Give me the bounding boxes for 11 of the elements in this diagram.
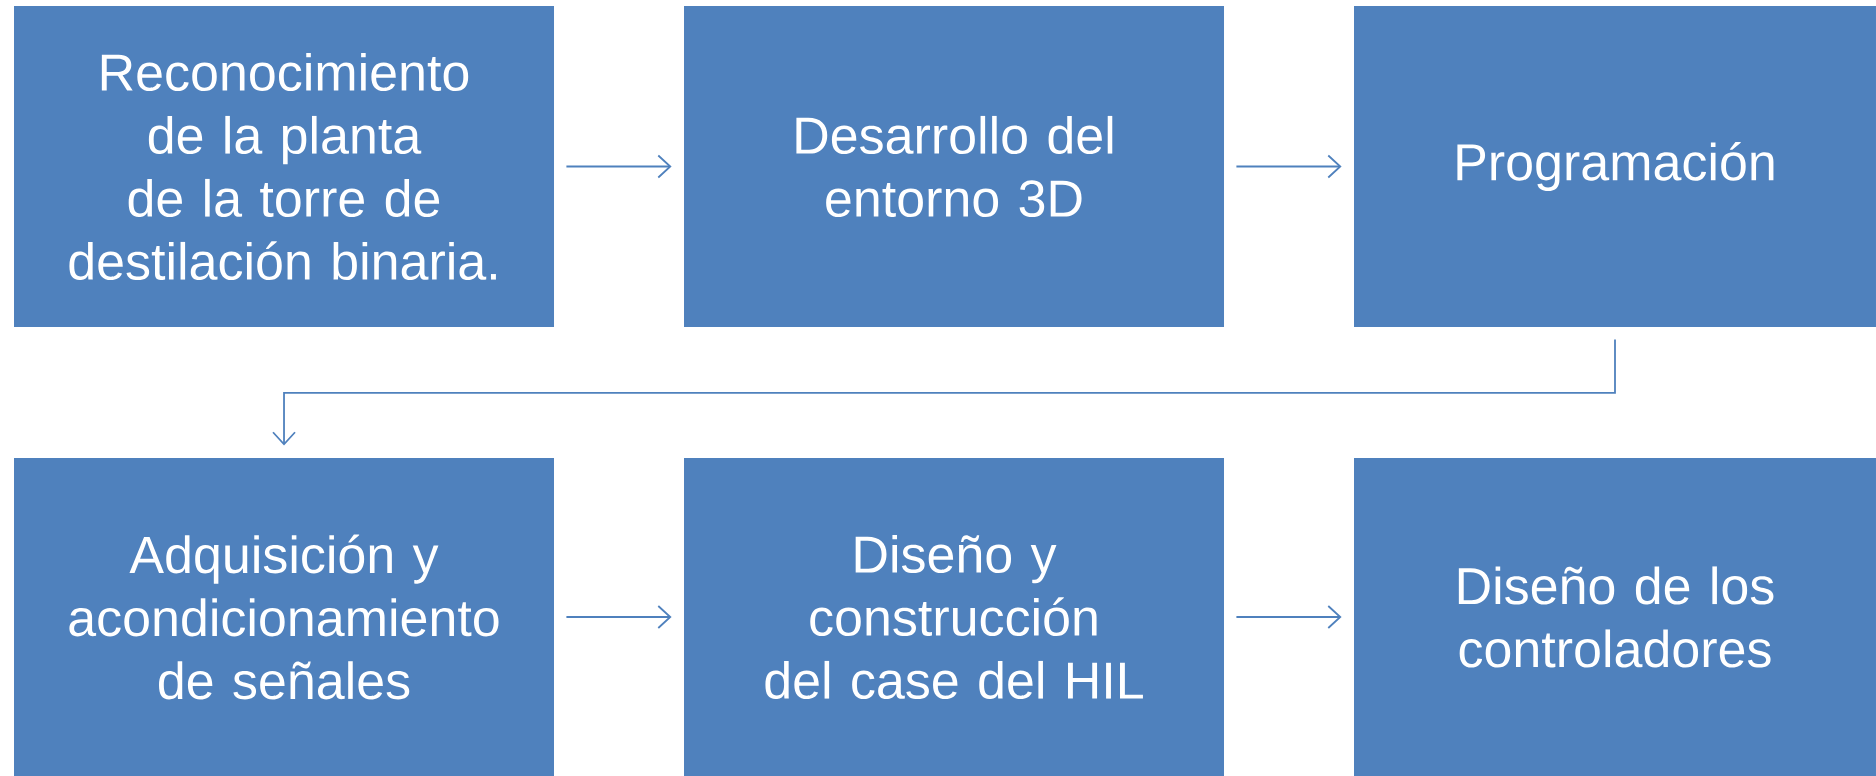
arrow	[565, 605, 672, 629]
arrow	[272, 338, 1616, 446]
arrow	[565, 154, 672, 179]
process-box: Reconocimiento de la planta de la torre de destilación binaria.	[14, 6, 554, 327]
process-box: Desarrollo del entorno 3D	[684, 6, 1224, 327]
process-box: Adquisición y acondicionamiento de señales	[14, 458, 554, 776]
arrow	[1235, 154, 1342, 179]
process-box: Diseño y construcción del case del HIL	[684, 458, 1224, 776]
process-box: Programación	[1354, 6, 1876, 327]
arrow	[1235, 605, 1342, 629]
process-box: Diseño de los controladores	[1354, 458, 1876, 776]
